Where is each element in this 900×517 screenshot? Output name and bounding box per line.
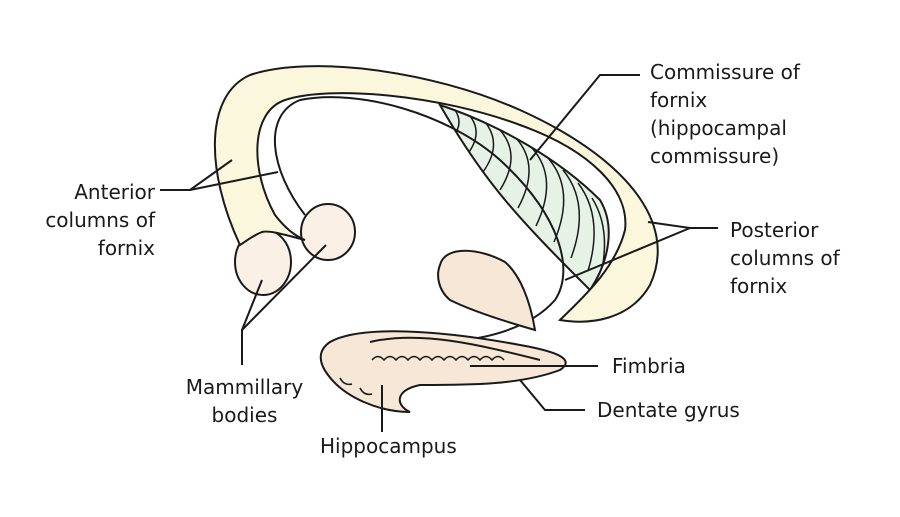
label-anterior-columns: Anterior columns of fornix	[40, 178, 155, 262]
leader-dentate	[519, 379, 585, 411]
posterior-line-2: columns of	[730, 246, 840, 270]
label-mammillary-bodies: Mammillary bodies	[172, 373, 317, 429]
posterior-line-1: Posterior	[730, 218, 819, 242]
commissure-line-1: Commissure of	[650, 60, 800, 84]
leader-anterior-2	[189, 171, 279, 191]
mammillary-line-2: bodies	[211, 403, 278, 427]
fornix-body-shape	[213, 65, 659, 346]
leader-commissure	[529, 74, 640, 161]
label-posterior-columns: Posterior columns of fornix	[730, 216, 840, 300]
label-fimbria: Fimbria	[612, 354, 686, 378]
mammillary-bodies-shape	[234, 203, 356, 296]
posterior-line-3: fornix	[730, 274, 788, 298]
commissure-line-2: fornix	[650, 88, 708, 112]
label-hippocampus: Hippocampus	[320, 434, 457, 458]
label-dentate-gyrus: Dentate gyrus	[597, 398, 740, 422]
commissure-line-4: commissure)	[650, 144, 780, 168]
hippocampus-lower-shape	[319, 330, 567, 413]
leader-posterior-1	[647, 221, 718, 229]
hippocampus-right-shape	[437, 249, 537, 332]
commissure-line-3: (hippocampal	[650, 116, 787, 140]
label-commissure-of-fornix: Commissure of fornix (hippocampal commis…	[650, 58, 800, 170]
anterior-line-1: Anterior	[74, 180, 155, 204]
commissure-of-fornix-shape	[437, 103, 610, 292]
leader-lines	[160, 74, 718, 432]
mammillary-line-1: Mammillary	[185, 375, 304, 399]
anterior-line-3: fornix	[97, 236, 155, 260]
leader-posterior-2	[564, 227, 691, 281]
leader-mammillary-2	[241, 244, 327, 331]
anterior-line-2: columns of	[45, 208, 155, 232]
